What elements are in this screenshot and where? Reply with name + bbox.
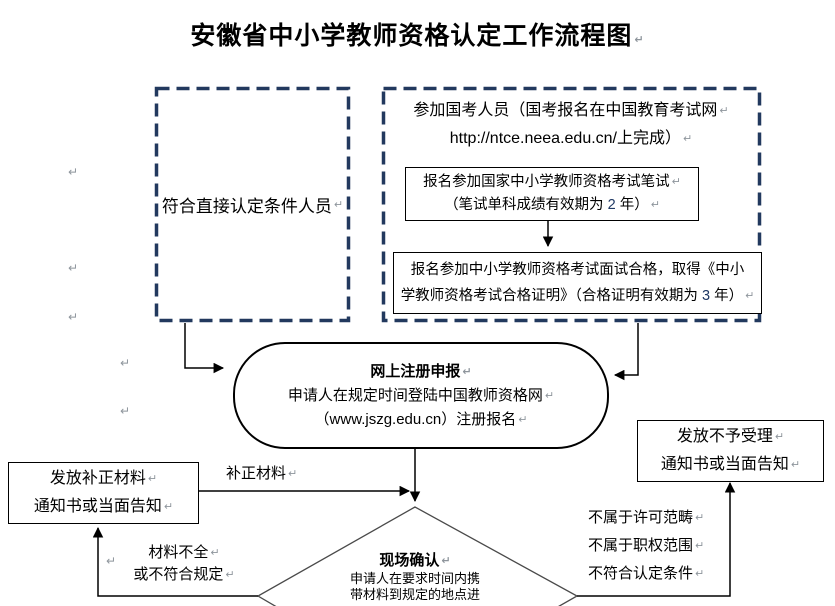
- return-mark: ↵: [695, 540, 705, 552]
- edge-label-rejection-reasons: 不属于许可范畴↵ 不属于职权范围↵ 不符合认定条件↵: [588, 509, 705, 582]
- return-mark: ↵: [683, 133, 693, 145]
- return-mark: ↵: [333, 198, 344, 211]
- return-mark: ↵: [774, 431, 785, 443]
- return-mark: ↵: [147, 473, 158, 485]
- return-mark: ↵: [650, 199, 660, 211]
- oval-line1: 申请人在规定时间登陆中国教师资格网↵: [287, 386, 555, 404]
- interview-line1: 报名参加中小学教师资格考试面试合格，取得《中小: [410, 262, 745, 278]
- return-mark: ↵: [695, 568, 705, 580]
- paragraph-mark: ↵: [68, 310, 79, 324]
- return-mark: ↵: [634, 34, 645, 46]
- edge-label-supplement-materials: 补正材料↵: [226, 465, 298, 482]
- return-mark: ↵: [163, 501, 174, 513]
- onsite-confirmation-diamond-shape: [256, 506, 579, 606]
- interview-box: 报名参加中小学教师资格考试面试合格，取得《中小 学教师资格考试合格证明》（合格证…: [393, 252, 762, 314]
- rejection-line1: 发放不予受理↵: [676, 428, 785, 445]
- return-mark: ↵: [719, 105, 729, 117]
- paragraph-mark: ↵: [120, 404, 131, 418]
- written-test-box: 报名参加国家中小学教师资格考试笔试↵ （笔试单科成绩有效期为 2 年）↵: [405, 167, 699, 221]
- return-mark: ↵: [745, 290, 755, 302]
- written-test-line2: （笔试单科成绩有效期为 2 年）↵: [444, 197, 660, 213]
- direct-eligibility-label: 符合直接认定条件人员: [161, 196, 332, 216]
- return-mark: ↵: [288, 468, 298, 480]
- arrow-diamond-to-supplement-box: [92, 526, 258, 597]
- return-mark: ↵: [225, 569, 235, 581]
- exam-header-line1: 参加国考人员（国考报名在中国教育考试网↵: [413, 102, 729, 119]
- page-title-text: 安徽省中小学教师资格认定工作流程图: [190, 22, 633, 50]
- return-mark: ↵: [790, 459, 801, 471]
- onsite-confirmation-diamond: 现场确认↵ 申请人在要求时间内携 带材料到规定的地点进: [315, 551, 515, 603]
- rejection-notice-box: 发放不予受理↵ 通知书或当面告知↵: [637, 420, 824, 482]
- exam-header-line2: http://ntce.neea.edu.cn/上完成）↵: [449, 130, 693, 147]
- interview-validity-years: 3: [701, 288, 711, 304]
- paragraph-mark: ↵: [106, 554, 117, 568]
- left-dashed-box-border: [154, 86, 351, 323]
- rejection-line2: 通知书或当面告知↵: [660, 456, 801, 473]
- right-dashed-box-header: 参加国考人员（国考报名在中国教育考试网↵ http://ntce.neea.ed…: [382, 97, 760, 153]
- return-mark: ↵: [518, 413, 528, 426]
- paragraph-mark: ↵: [68, 261, 79, 275]
- return-mark: ↵: [441, 555, 451, 567]
- supplement-line2: 通知书或当面告知↵: [33, 498, 174, 515]
- right-dashed-box-border: [381, 86, 762, 323]
- paragraph-mark: ↵: [120, 356, 131, 370]
- arrow-left-dashed-to-oval: [184, 323, 225, 374]
- return-mark: ↵: [210, 547, 220, 559]
- page-title: 安徽省中小学教师资格认定工作流程图↵: [0, 16, 835, 52]
- paragraph-mark: ↵: [68, 165, 79, 179]
- diamond-line2: 带材料到规定的地点进: [349, 587, 480, 602]
- edge-label-incomplete: 材料不全↵ 或不符合规定↵: [133, 544, 235, 583]
- arrow-right-dashed-to-oval: [613, 323, 639, 381]
- written-test-validity-years: 2: [607, 197, 616, 213]
- diamond-title: 现场确认↵: [379, 552, 451, 569]
- return-mark: ↵: [695, 512, 705, 524]
- diamond-line1: 申请人在要求时间内携: [349, 571, 480, 586]
- written-test-line1: 报名参加国家中小学教师资格考试笔试↵: [423, 174, 681, 190]
- return-mark: ↵: [462, 365, 472, 378]
- interview-line2: 学教师资格考试合格证明》（合格证明有效期为 3 年）↵: [400, 288, 755, 304]
- registration-oval: 网上注册申报↵ 申请人在规定时间登陆中国教师资格网↵ （www.jszg.edu…: [233, 342, 609, 449]
- supplement-notice-box: 发放补正材料↵ 通知书或当面告知↵: [8, 462, 199, 524]
- arrow-diamond-to-rejection-box: [577, 481, 736, 597]
- oval-title: 网上注册申报↵: [370, 362, 472, 380]
- left-dashed-box: 符合直接认定条件人员↵: [155, 87, 350, 321]
- supplement-line1: 发放补正材料↵: [49, 470, 158, 487]
- return-mark: ↵: [544, 389, 555, 402]
- return-mark: ↵: [671, 176, 681, 188]
- oval-line2: （www.jszg.edu.cn）注册报名↵: [314, 410, 528, 428]
